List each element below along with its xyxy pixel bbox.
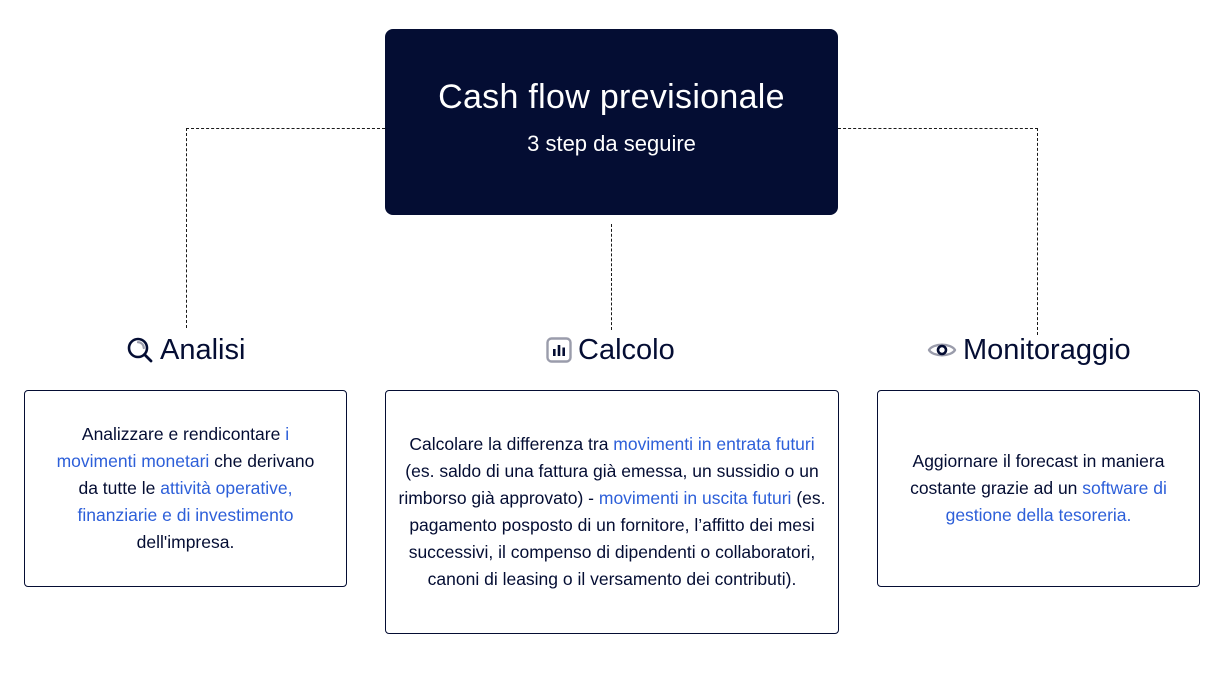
connector-right-vertical (1037, 128, 1038, 335)
step-description: Aggiornare il forecast in maniera costan… (906, 448, 1171, 529)
eye-icon (927, 339, 957, 361)
text-segment: Aggiornare il forecast in maniera costan… (910, 451, 1165, 498)
diagram-title: Cash flow previsionale (438, 77, 785, 116)
highlighted-text: movimenti in entrata futuri (613, 434, 815, 454)
connector-left-vertical (186, 128, 187, 328)
text-segment: (es. pagamento posposto di un fornitore,… (408, 488, 826, 589)
connector-left-horizontal (186, 128, 385, 129)
title-box: Cash flow previsionale 3 step da seguire (385, 29, 838, 215)
step-card-monitoraggio: Aggiornare il forecast in maniera costan… (877, 390, 1200, 587)
highlighted-text: movimenti in uscita futuri (598, 488, 792, 508)
step-heading-monitoraggio: Monitoraggio (927, 333, 1131, 367)
connector-right-horizontal (838, 128, 1038, 129)
step-heading-calcolo: Calcolo (546, 333, 675, 367)
step-card-analisi: Analizzare e rendicontare i movimenti mo… (24, 390, 347, 587)
diagram-subtitle: 3 step da seguire (527, 130, 696, 156)
highlighted-text: i movimenti monetari (56, 424, 290, 471)
text-segment: Analizzare e rendicontare (81, 424, 286, 444)
highlighted-text: attività operative, finanziarie e di inv… (77, 478, 294, 525)
connector-center-vertical (611, 224, 612, 330)
highlighted-text: software di gestione della tesoreria. (945, 478, 1167, 525)
step-title: Analisi (160, 333, 246, 366)
step-title: Calcolo (578, 333, 675, 366)
step-card-calcolo: Calcolare la differenza tra movimenti in… (385, 390, 839, 634)
bar-chart-icon (546, 337, 572, 363)
step-heading-analisi: Analisi (126, 333, 245, 367)
search-icon (126, 336, 154, 364)
text-segment: (es. saldo di una fattura già emessa, un… (398, 461, 819, 508)
text-segment: dell'impresa. (136, 532, 235, 552)
step-description: Analizzare e rendicontare i movimenti mo… (55, 421, 316, 556)
text-segment: che derivano da tutte le (78, 451, 315, 498)
text-segment: Calcolare la differenza tra (409, 434, 614, 454)
step-description: Calcolare la differenza tra movimenti in… (398, 431, 826, 593)
step-title: Monitoraggio (963, 333, 1131, 366)
